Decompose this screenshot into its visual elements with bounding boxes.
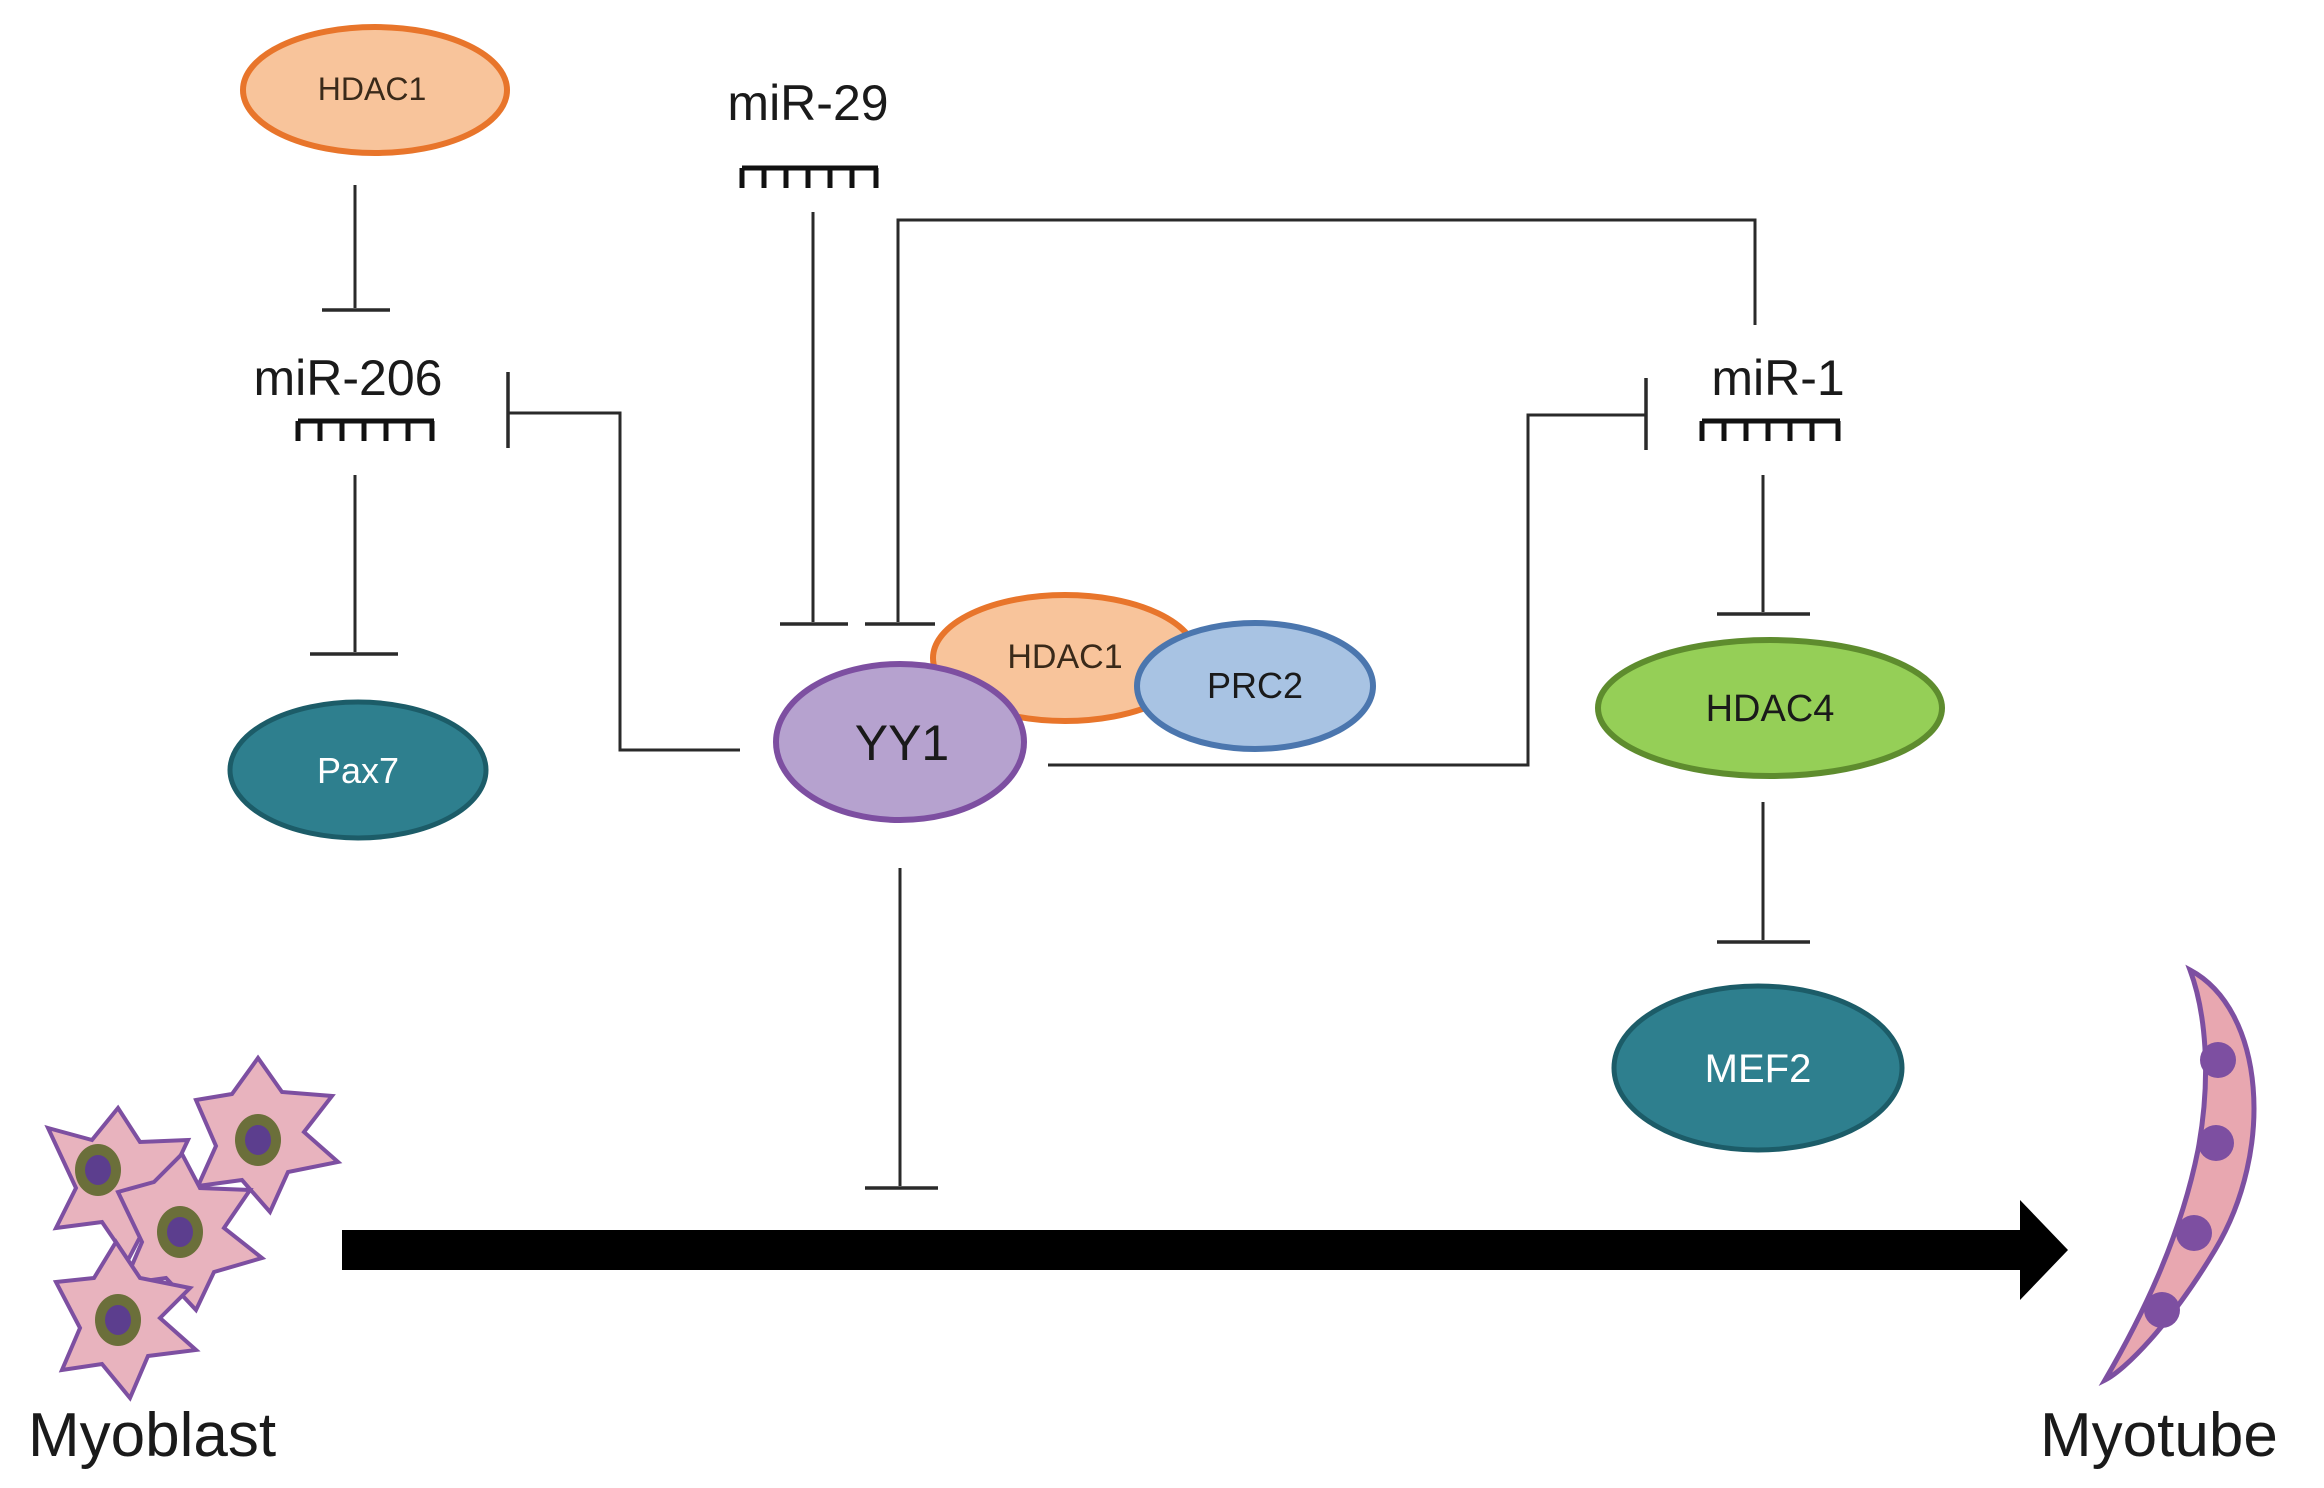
node-hdac1-top: HDAC1 (240, 24, 510, 156)
yy1-label: YY1 (855, 715, 950, 771)
myotube-icon (2098, 964, 2257, 1387)
edges (310, 185, 1810, 1190)
edge-yy1-inhibits-mir206 (506, 372, 740, 752)
hdac1-top-label: HDAC1 (318, 71, 426, 107)
mir1-label: miR-1 (1711, 350, 1844, 406)
myoblast-label: Myoblast (28, 1401, 276, 1470)
mir1-hairpin-icon (1699, 418, 1841, 441)
edge-yy1-inhibits-differentiation (865, 868, 938, 1190)
mir29-hairpin-icon (739, 165, 879, 188)
mef2-shape (1611, 983, 1905, 1153)
myoblast-cells-icon (44, 1054, 343, 1402)
yy1-shape (773, 661, 1027, 823)
hdac1-complex-label: HDAC1 (1007, 638, 1122, 676)
edge-mir1-inhibits-yy1 (865, 218, 1757, 626)
prc2-label: PRC2 (1207, 665, 1303, 706)
edge-mir206-inhibits-pax7 (310, 475, 398, 656)
arrow-head (2020, 1200, 2068, 1300)
node-pax7: Pax7 (227, 699, 489, 841)
prc2-shape (1134, 620, 1376, 752)
edge-mir29-inhibits-yy1 (780, 212, 848, 626)
edge-hdac1-inhibits-mir206 (322, 185, 390, 312)
mef2-label: MEF2 (1705, 1047, 1812, 1091)
myotube-nucleus-icon (2144, 1292, 2180, 1328)
node-prc2: PRC2 (1134, 620, 1376, 752)
differentiation-arrow (342, 1200, 2068, 1300)
mir29-label: miR-29 (727, 75, 888, 131)
hdac4-label: HDAC4 (1706, 688, 1835, 730)
myotube-nucleus-icon (2176, 1215, 2212, 1251)
myoblast-cell-icon (52, 1238, 201, 1402)
myotube-nucleus-icon (2200, 1042, 2236, 1078)
edge-hdac4-inhibits-mef2 (1717, 802, 1810, 944)
node-hdac4: HDAC4 (1595, 637, 1945, 779)
mir206-hairpin-icon (295, 418, 435, 441)
arrow-shaft (342, 1230, 2042, 1270)
myoblast-cell-icon (44, 1104, 200, 1264)
myotube-nucleus-icon (2198, 1125, 2234, 1161)
edge-mir1-inhibits-hdac4 (1717, 475, 1810, 616)
node-yy1: YY1 (773, 661, 1027, 823)
myotube-label: Myotube (2040, 1401, 2278, 1470)
edge-yy1-inhibits-mir1 (1048, 378, 1648, 767)
myoblast-cell-icon (193, 1054, 343, 1216)
node-mef2: MEF2 (1611, 983, 1905, 1153)
hdac1-top-shape (240, 24, 510, 156)
mir206-label: miR-206 (254, 350, 443, 406)
hdac4-shape (1595, 637, 1945, 779)
pax7-label: Pax7 (317, 750, 399, 791)
pax7-shape (227, 699, 489, 841)
